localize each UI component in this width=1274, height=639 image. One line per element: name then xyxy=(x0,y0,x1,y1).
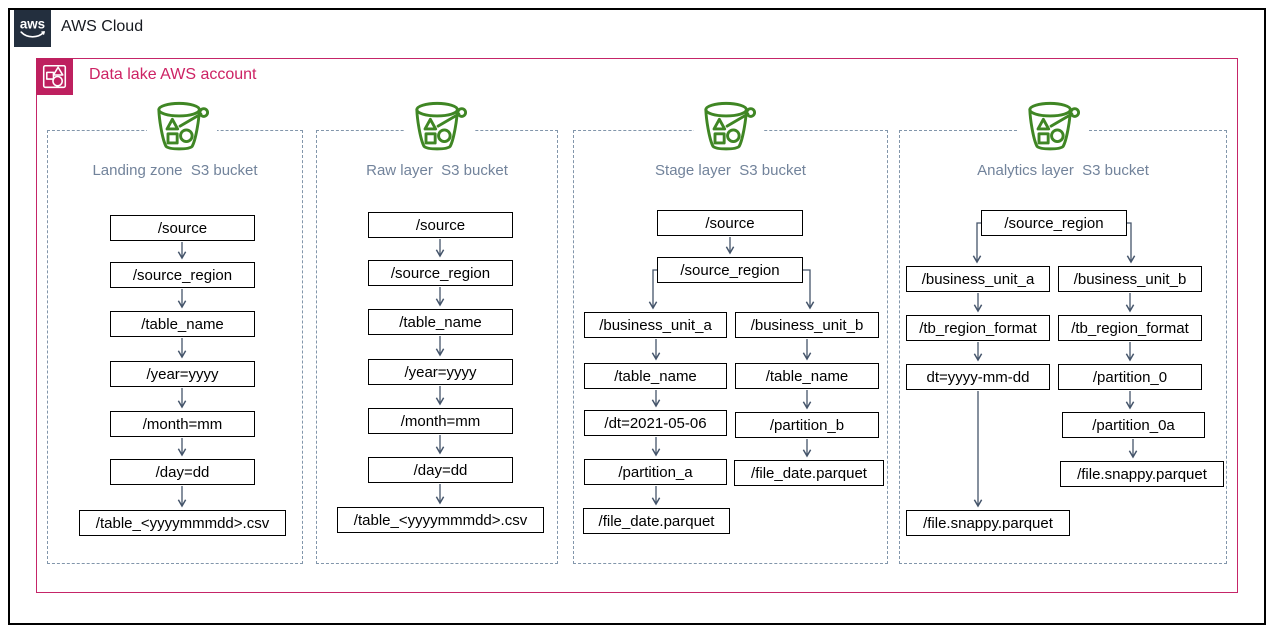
stage-layer-column xyxy=(573,130,888,564)
node-landing-csv-file: /table_<yyyymmmdd>.csv xyxy=(79,510,286,536)
node-analytics-tb-region-format-b: /tb_region_format xyxy=(1058,315,1202,341)
aws-cloud-icon: aws xyxy=(14,10,51,47)
node-analytics-partition-0: /partition_0 xyxy=(1058,364,1202,390)
node-landing-year: /year=yyyy xyxy=(110,361,255,387)
node-landing-month: /month=mm xyxy=(110,411,255,437)
node-raw-day: /day=dd xyxy=(368,457,513,483)
stage-layer-title: Stage layer S3 bucket xyxy=(655,162,806,179)
aws-account-glyph xyxy=(42,64,67,89)
s3-bucket-icon xyxy=(147,99,217,157)
node-stage-partition-a: /partition_a xyxy=(584,459,727,485)
raw-layer-title: Raw layer S3 bucket xyxy=(366,162,508,179)
node-stage-table-name-a: /table_name xyxy=(584,363,727,389)
node-landing-source-region: /source_region xyxy=(110,262,255,288)
node-stage-file-a: /file_date.parquet xyxy=(583,508,730,534)
node-stage-file-b: /file_date.parquet xyxy=(734,460,884,486)
node-analytics-tb-region-format-a: /tb_region_format xyxy=(906,315,1050,341)
node-raw-csv-file: /table_<yyyymmmdd>.csv xyxy=(337,507,544,533)
s3-bucket-icon xyxy=(694,99,764,157)
s3-bucket-icon xyxy=(1018,99,1088,157)
s3-bucket-icon xyxy=(405,99,475,157)
node-stage-source-region: /source_region xyxy=(657,257,803,283)
node-raw-source: /source xyxy=(368,212,513,238)
landing-zone-column xyxy=(47,130,303,564)
node-landing-day: /day=dd xyxy=(110,459,255,485)
node-analytics-file-b: /file.snappy.parquet xyxy=(1060,461,1224,487)
node-stage-partition-b: /partition_b xyxy=(735,412,879,438)
node-stage-business-unit-a: /business_unit_a xyxy=(584,312,727,338)
node-analytics-dt: dt=yyyy-mm-dd xyxy=(906,364,1050,390)
raw-layer-column xyxy=(316,130,558,564)
data-lake-account-label: Data lake AWS account xyxy=(89,66,257,83)
node-landing-source: /source xyxy=(110,215,255,241)
aws-account-icon xyxy=(36,58,73,95)
node-stage-dt: /dt=2021-05-06 xyxy=(584,410,727,436)
node-raw-source-region: /source_region xyxy=(368,260,513,286)
aws-logo-text: aws xyxy=(20,17,45,32)
aws-logo-glyph: aws xyxy=(20,17,45,38)
node-analytics-source-region: /source_region xyxy=(981,210,1127,236)
aws-cloud-title: AWS Cloud xyxy=(61,18,144,35)
analytics-layer-column xyxy=(899,130,1227,564)
node-raw-month: /month=mm xyxy=(368,408,513,434)
node-landing-table-name: /table_name xyxy=(110,311,255,337)
node-stage-business-unit-b: /business_unit_b xyxy=(735,312,879,338)
node-stage-source: /source xyxy=(657,210,803,236)
landing-zone-title: Landing zone S3 bucket xyxy=(92,162,258,179)
data-lake-account-frame xyxy=(36,58,1238,593)
node-raw-year: /year=yyyy xyxy=(368,359,513,385)
node-analytics-file-a: /file.snappy.parquet xyxy=(906,510,1070,536)
node-analytics-business-unit-b: /business_unit_b xyxy=(1058,266,1202,292)
node-stage-table-name-b: /table_name xyxy=(735,363,879,389)
analytics-layer-title: Analytics layer S3 bucket xyxy=(977,162,1149,179)
node-analytics-business-unit-a: /business_unit_a xyxy=(906,266,1050,292)
node-analytics-partition-0a: /partition_0a xyxy=(1062,412,1205,438)
node-raw-table-name: /table_name xyxy=(368,309,513,335)
